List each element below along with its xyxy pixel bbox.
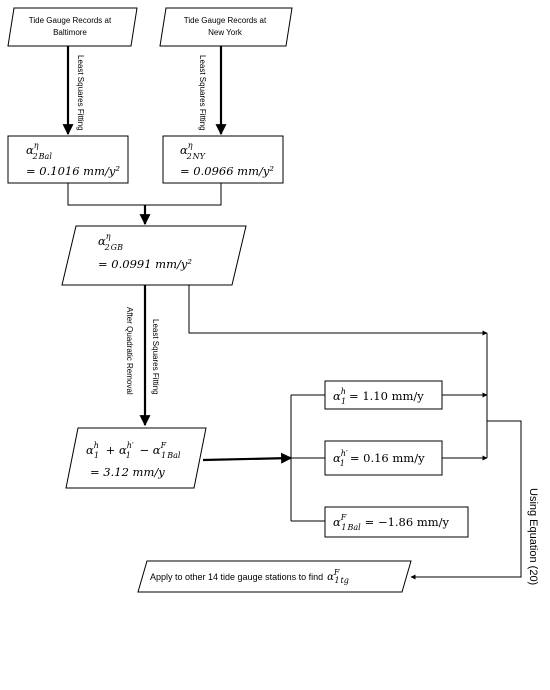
label-lsf-left: Least Squares Fitting <box>76 55 85 131</box>
alpha2-ny-value: = 0.0966 mm/y² <box>180 164 274 178</box>
connector-junction-right <box>410 420 522 580</box>
connector-merge <box>67 183 222 206</box>
alpha1-h-value: = 1.10 mm/y <box>349 389 424 403</box>
box-alpha1-hprime: αh′1= 0.16 mm/y <box>324 440 443 476</box>
source-newyork-line2: New York <box>208 28 243 37</box>
label-lsf-right: Least Squares Fitting <box>198 55 207 131</box>
connector-gb-right <box>188 285 488 336</box>
alpha1-sum-value: = 3.12 mm/y <box>90 465 165 479</box>
alpha1-hprime-value: = 0.16 mm/y <box>350 451 425 465</box>
alpha1-fbal-value: = −1.86 mm/y <box>365 515 450 529</box>
label-after-removal: After Quadratic Removal <box>125 307 134 395</box>
arrow-sum-right <box>202 452 293 464</box>
box-apply: Apply to other 14 tide gauge stations to… <box>137 560 412 593</box>
source-baltimore-line1: Tide Gauge Records at <box>29 16 112 25</box>
source-newyork: Tide Gauge Records at New York <box>159 7 293 47</box>
source-baltimore: Tide Gauge Records at Baltimore <box>7 7 138 47</box>
alpha1-hprime-label: αh′1= 0.16 mm/y <box>333 449 425 468</box>
source-newyork-line1: Tide Gauge Records at <box>184 16 267 25</box>
alpha2-gb-value: = 0.0991 mm/y² <box>98 257 192 271</box>
source-baltimore-line2: Baltimore <box>53 28 87 37</box>
alpha2-bal-value: = 0.1016 mm/y² <box>26 164 120 178</box>
label-lsf-center: Least Squares Fitting <box>151 319 160 395</box>
label-using-equation: Using Equation (20) <box>527 488 539 585</box>
